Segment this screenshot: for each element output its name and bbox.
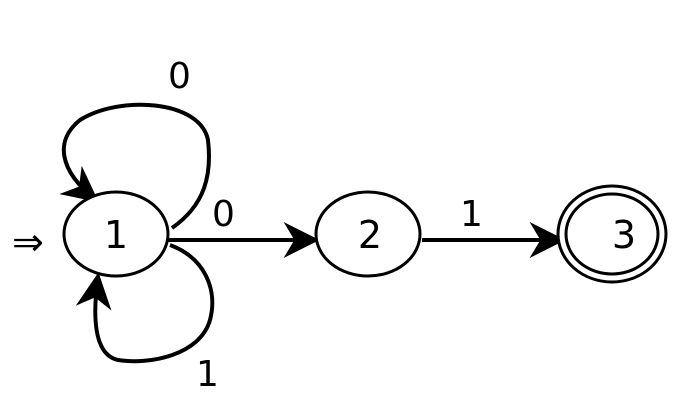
transition-label-loop-top: 0: [168, 56, 191, 97]
state-1-label: 1: [104, 213, 128, 257]
transition-label-q2-q3: 1: [460, 194, 483, 235]
transition-label-loop-bottom: 1: [196, 354, 219, 395]
state-3-accepting: 3: [556, 184, 668, 284]
state-2: 2: [314, 190, 422, 278]
state-1: 1: [62, 190, 170, 278]
state-2-label: 2: [358, 213, 382, 257]
transition-label-q1-q2: 0: [212, 194, 235, 235]
transition-q1-q1-bottom: [75, 243, 215, 364]
start-marker: ⇒: [12, 220, 44, 264]
state-3-label: 3: [612, 213, 636, 257]
transition-q1-q1-top: [59, 102, 212, 230]
